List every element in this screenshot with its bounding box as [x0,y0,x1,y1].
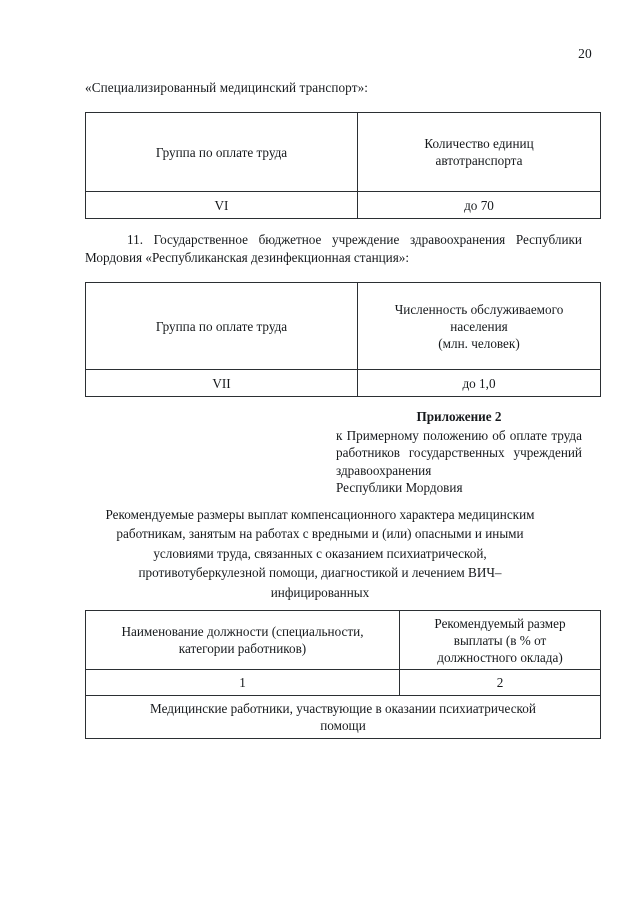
table-payments-colnum-1: 1 [85,669,400,696]
table-payments-colnum-2: 2 [399,669,601,696]
center-heading-line-2: работникам, занятым на работах с вредным… [116,526,524,542]
appendix-body-text: к Примерному положению об оплате труда р… [336,427,582,478]
table-payments: Наименование должности (специальности, к… [85,610,601,739]
table-row: VI до 70 [85,191,601,219]
table-transport-cell-count: до 70 [357,191,601,219]
paragraph-11-text: 11. Государственное бюджетное учреждение… [85,232,582,265]
header-line-2: категории работников) [178,641,307,656]
header-line-1: Количество единиц [424,136,534,151]
header-line-1: Наименование должности (специальности, [121,624,364,639]
table-payments-header-amount: Рекомендуемый размер выплаты (в % от дол… [399,610,601,670]
table-payments-header-position: Наименование должности (специальности, к… [85,610,400,670]
section-line-2: помощи [320,718,366,733]
table-row: Группа по оплате труда Количество единиц… [85,112,601,192]
table-row: Наименование должности (специальности, к… [85,610,601,670]
table-population-cell-group: VII [85,369,358,397]
center-heading-line-3: условиями труда, связанных с оказанием п… [153,545,487,561]
quoted-heading: «Специализированный медицинский транспор… [85,80,369,95]
appendix-body: к Примерному положению об оплате труда р… [336,427,582,497]
table-transport-cell-group: VI [85,191,358,219]
appendix-block: Приложение 2 к Примерному положению об о… [336,408,582,497]
header-line-2: выплаты (в % от [453,632,547,648]
header-line-1: Численность обслуживаемого [394,301,564,317]
table-row: 1 2 [85,669,601,696]
paragraph-11: 11. Государственное бюджетное учреждение… [85,231,582,267]
table-transport-header-group: Группа по оплате труда [85,112,358,192]
table-population: Группа по оплате труда Численность обслу… [85,282,601,397]
center-heading-line-1: Рекомендуемые размеры выплат компенсацио… [105,507,535,522]
center-heading: Рекомендуемые размеры выплат компенсацио… [35,505,605,602]
table-payments-section-row: Медицинские работники, участвующие в ока… [85,695,601,739]
header-line-2: населения [450,318,508,334]
table-population-header-group: Группа по оплате труда [85,282,358,370]
header-line-1: Рекомендуемый размер [434,615,566,631]
appendix-body-tail: Республики Мордовия [336,480,463,495]
table-population-header-count: Численность обслуживаемого населения (мл… [357,282,601,370]
table-row: Группа по оплате труда Численность обслу… [85,282,601,370]
header-line-3: (млн. человек) [438,335,520,351]
table-transport-header-count: Количество единиц автотранспорта [357,112,601,192]
center-heading-line-5: инфицированных [270,584,370,600]
appendix-title: Приложение 2 [416,409,502,424]
section-line-1: Медицинские работники, участвующие в ока… [150,701,536,716]
center-heading-line-4: противотуберкулезной помощи, диагностико… [138,565,502,581]
header-line-2: автотранспорта [435,153,523,168]
table-row: VII до 1,0 [85,369,601,397]
header-line-3: должностного оклада) [437,649,563,665]
table-transport: Группа по оплате труда Количество единиц… [85,112,601,219]
page-number: 20 [578,46,592,61]
table-population-cell-count: до 1,0 [357,369,601,397]
table-row: Медицинские работники, участвующие в ока… [85,695,601,739]
